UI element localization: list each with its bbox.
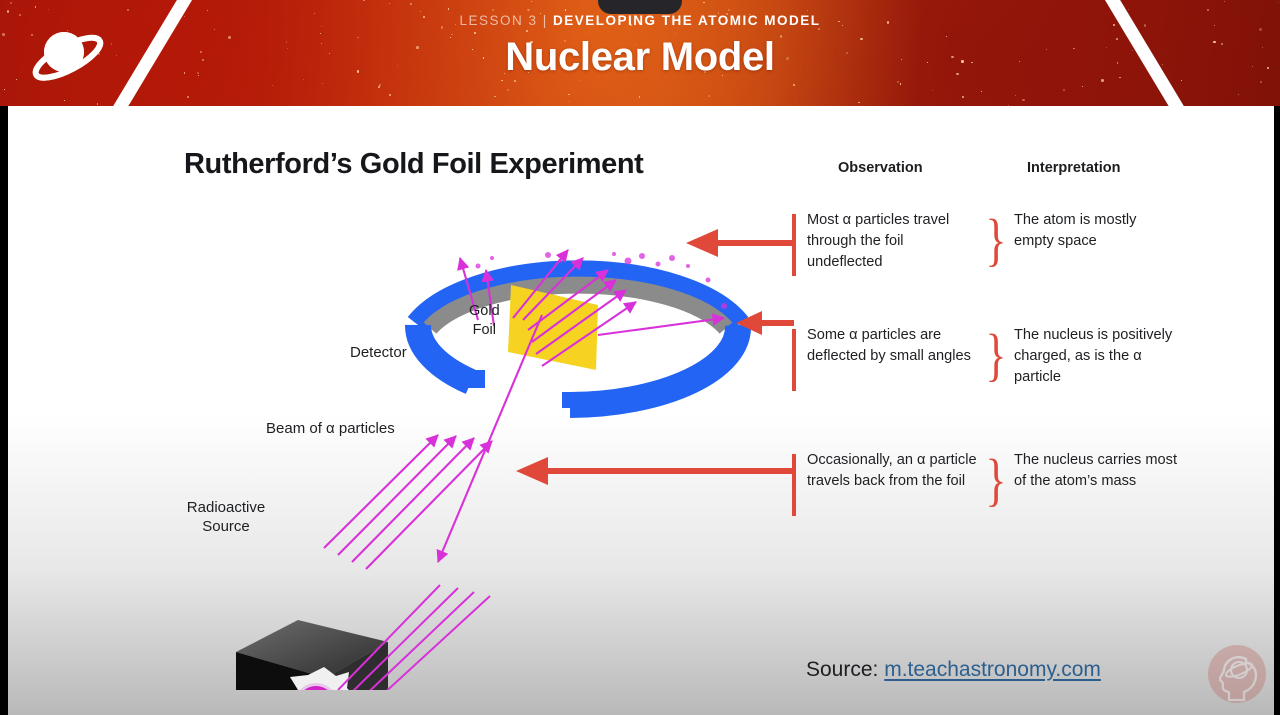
callout-arrow-2 [736, 311, 794, 335]
gold-foil-label: Gold Foil [469, 302, 500, 340]
curly-brace-icon: } [985, 447, 1007, 512]
curly-brace-icon: } [985, 207, 1007, 272]
source-label-line1: Radioactive [186, 499, 266, 516]
screen-notch [598, 0, 682, 14]
beam-label: Beam of α particles [266, 420, 395, 437]
source-credit-link[interactable]: m.teachastronomy.com [884, 658, 1101, 681]
source-emission-rays [337, 584, 491, 690]
observation-text: Most α particles travel through the foil… [807, 212, 950, 270]
source-credit: Source: m.teachastronomy.com [806, 658, 1101, 682]
callout-arrow-1 [686, 229, 794, 257]
lesson-subtitle: LESSON 3 | DEVELOPING THE ATOMIC MODEL [0, 12, 1280, 30]
observation-text: Occasionally, an α particle travels back… [807, 452, 977, 489]
detector-ring [405, 260, 752, 418]
interpretation-text: The nucleus is positively charged, as is… [1014, 327, 1173, 385]
lesson-number-label: LESSON 3 | [459, 13, 548, 28]
source-credit-prefix: Source: [806, 658, 879, 681]
gold-foil-label-line2: Foil [472, 322, 496, 338]
row-accent-bar [792, 214, 796, 276]
interpretation-text: The atom is mostly empty space [1014, 212, 1137, 249]
observation-text: Some α particles are deflected by small … [807, 327, 971, 364]
lesson-topic-label: DEVELOPING THE ATOMIC MODEL [553, 13, 821, 28]
row-accent-bar [792, 329, 796, 391]
gold-foil-label-line1: Gold [469, 303, 500, 319]
row-accent-bar [792, 454, 796, 516]
column-header-observation: Observation [838, 160, 923, 176]
column-header-interpretation: Interpretation [1027, 160, 1121, 176]
banner-text-block: LESSON 3 | DEVELOPING THE ATOMIC MODEL N… [0, 12, 1280, 80]
slide-title: Nuclear Model [505, 35, 775, 79]
callout-arrow-3 [516, 457, 796, 485]
interpretation-text: The nucleus carries most of the atom’s m… [1014, 452, 1178, 489]
head-with-planet-icon [1208, 645, 1266, 703]
alpha-particle-rays [323, 249, 726, 570]
detector-hit-sparkles [475, 252, 727, 309]
slide-header-banner: LESSON 3 | DEVELOPING THE ATOMIC MODEL N… [0, 0, 1280, 106]
rutherford-experiment-diagram [236, 249, 752, 690]
planet-saturn-icon [26, 22, 108, 94]
curly-brace-icon: } [985, 322, 1007, 387]
source-label-line2: Source [202, 518, 250, 535]
page-title: Rutherford’s Gold Foil Experiment [184, 148, 644, 180]
detector-label: Detector [350, 344, 407, 361]
radioactive-source-box [236, 620, 388, 690]
radioactive-source-label: Radioactive Source [180, 498, 272, 536]
